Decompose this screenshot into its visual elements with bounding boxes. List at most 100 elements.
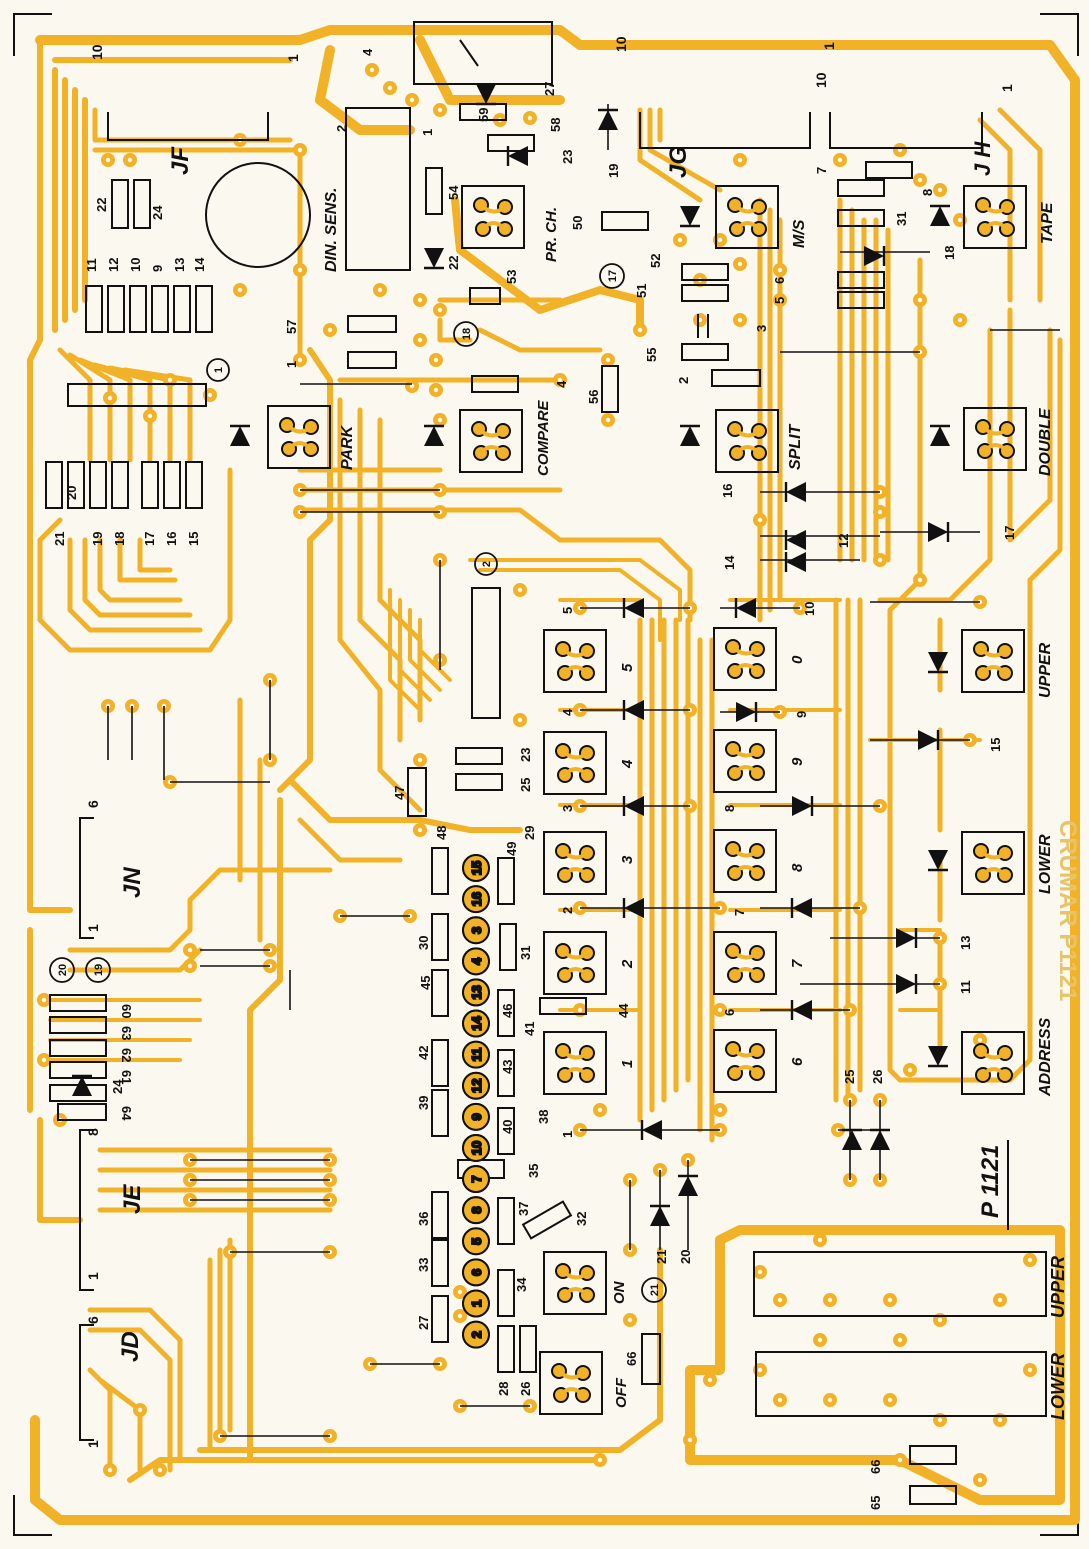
svg-text:60: 60 [119,1004,134,1018]
svg-text:3: 3 [754,325,769,332]
pad-hole [777,297,783,303]
resistor-row-bottom-label: 16 [164,532,179,546]
pad-hole [297,147,303,153]
svg-text:2: 2 [619,959,636,969]
pad-hole [409,383,415,389]
address-label: ADDRESS [1037,1017,1054,1097]
svg-text:6: 6 [85,1316,101,1324]
circled-pin-number: 8 [462,1196,490,1225]
pad-hole [957,217,963,223]
svg-text:20: 20 [57,964,69,976]
resistor-array-top [85,285,213,333]
resistor-row-bottom-label: 17 [142,532,157,546]
resistor-row-top-label: 10 [128,258,143,272]
svg-text:26: 26 [518,1382,533,1396]
svg-text:22: 22 [94,198,109,212]
svg-text:0: 0 [789,655,806,664]
switch-footprint [963,407,1027,471]
diode-symbol [928,652,948,674]
svg-text:25: 25 [842,1070,857,1084]
diode-symbol [622,898,644,918]
svg-text:8: 8 [85,1128,101,1136]
svg-text:16: 16 [720,484,735,498]
diode-symbol [622,796,644,816]
pad-hole [957,317,963,323]
svg-text:17: 17 [607,270,619,282]
svg-text:27: 27 [416,1316,431,1330]
svg-text:13: 13 [469,985,484,999]
circled-pin-number: 16 [462,885,490,914]
pad-hole [433,357,439,363]
resistor-row-top-label: 11 [84,258,99,272]
svg-text:54: 54 [446,185,461,200]
svg-text:24: 24 [110,1079,125,1094]
double-label: DOUBLE [1037,407,1054,476]
svg-text:7: 7 [814,167,829,174]
pad-hole [437,417,443,423]
svg-text:11: 11 [469,1048,484,1062]
pad-hole [387,85,393,91]
switch-footprint [543,1031,607,1095]
resistor-array-bottom [45,461,203,509]
switch-footprint [543,831,607,895]
diode-symbol [622,598,644,618]
circled-pin-number: 14 [462,1009,490,1038]
svg-text:34: 34 [514,1277,529,1292]
board-code: P 1121 [977,1145,1004,1218]
diode-symbol [680,206,700,228]
svg-text:5: 5 [772,297,787,304]
diode-symbol [928,1046,948,1068]
pad-hole [937,187,943,193]
pad-hole [409,97,415,103]
pad-hole [327,327,333,333]
pad-hole [605,357,611,363]
pad-hole [527,115,533,121]
svg-text:12: 12 [836,534,851,548]
svg-text:62: 62 [119,1048,134,1062]
pad-hole [977,1477,983,1483]
svg-text:37: 37 [516,1202,531,1216]
pad-hole [887,1397,893,1403]
ms-label: M/S [791,219,808,248]
circled-marker: 19 [85,957,111,983]
diode-symbol [598,108,618,130]
svg-text:31: 31 [894,212,909,226]
pad-hole [717,1107,723,1113]
pad-hole [517,717,523,723]
jd-label: JD [117,1331,144,1362]
pad-hole [777,267,783,273]
svg-text:6: 6 [722,1009,737,1016]
circled-marker: 2 [474,552,498,576]
pad-hole [977,1037,983,1043]
switch-footprint [539,1351,603,1415]
svg-text:2: 2 [469,1331,484,1338]
pad-hole [677,237,683,243]
jg-label: JG [665,146,692,178]
pad-hole [237,287,243,293]
pad-hole [517,587,523,593]
svg-text:58: 58 [548,118,563,132]
pad-hole [627,1317,633,1323]
resistor-row-bottom-label: 19 [90,532,105,546]
circled-pin-number: 15 [462,854,490,882]
diode-symbol [896,928,918,948]
pad-hole [877,509,883,515]
switch-footprint [713,627,777,691]
svg-text:33: 33 [416,1258,431,1272]
pad-hole [827,1397,833,1403]
switch-footprint [267,405,331,469]
svg-text:3: 3 [560,805,575,812]
svg-text:14: 14 [722,555,737,570]
svg-text:20: 20 [64,486,79,500]
diode-symbol [790,898,812,918]
svg-text:31: 31 [518,946,533,960]
diode-symbol [784,530,806,550]
svg-text:12: 12 [469,1079,484,1093]
switch-footprint [715,185,779,249]
svg-text:18: 18 [461,328,473,340]
pad-hole [757,517,763,523]
switch-footprint [543,931,607,995]
diode-symbol [930,204,950,226]
